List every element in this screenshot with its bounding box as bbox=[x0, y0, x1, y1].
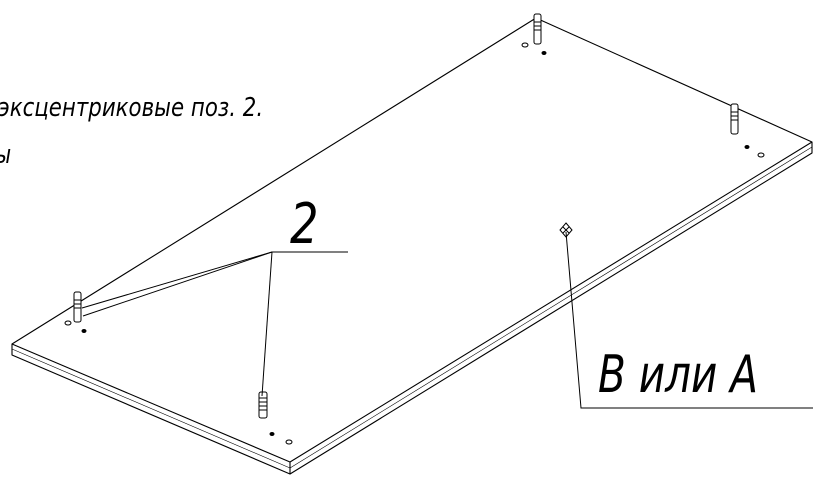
eccentric-pin-right bbox=[730, 103, 765, 158]
eccentric-pin-rear bbox=[521, 13, 547, 55]
side-label: В или А bbox=[598, 345, 759, 405]
eccentric-pin-left bbox=[64, 291, 87, 333]
position-leader bbox=[81, 251, 348, 397]
eccentric-pin-front bbox=[258, 391, 293, 445]
position-number-label: 2 bbox=[290, 192, 319, 257]
panel-front-edge bbox=[11, 344, 291, 475]
panel-right-edge bbox=[289, 142, 813, 475]
note-line-2: ты bbox=[0, 140, 11, 170]
note-line-1: эксцентриковые поз. 2. bbox=[0, 93, 264, 123]
panel-edge-chamfer-right bbox=[289, 146, 813, 469]
panel-edge-chamfer bbox=[11, 348, 291, 469]
side-leader bbox=[565, 231, 813, 409]
